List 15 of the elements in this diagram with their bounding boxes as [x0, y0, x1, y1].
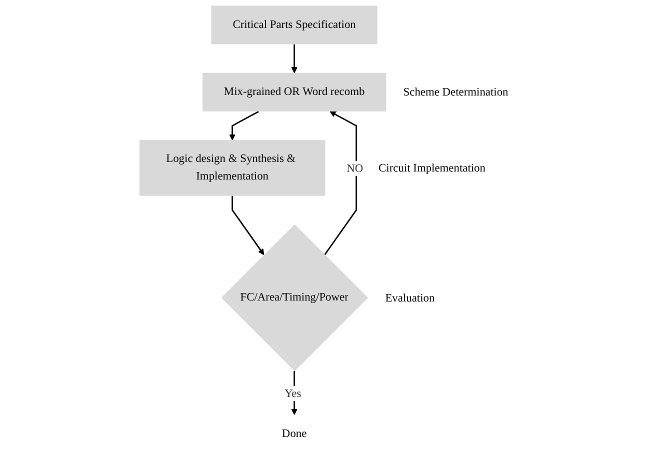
edge-label: Yes	[284, 388, 302, 400]
arrow	[232, 196, 264, 256]
node-box: Critical Parts Specification	[211, 6, 378, 44]
node-box: Logic design & Synthesis & Implementation	[139, 140, 326, 196]
stage-note: Evaluation	[385, 292, 435, 304]
arrow	[291, 44, 298, 74]
stage-label: Circuit Implementation	[378, 162, 486, 174]
node-box: Mix-grained OR Word recomb	[202, 72, 386, 112]
arrow	[324, 111, 358, 256]
node-diamond: FC/Area/Timing/Power	[221, 224, 368, 372]
edge-label: NO	[346, 162, 364, 175]
stage-note: Scheme Determination	[403, 86, 508, 99]
node-text: Done	[282, 428, 307, 440]
arrow	[291, 371, 298, 415]
arrow	[229, 110, 260, 140]
